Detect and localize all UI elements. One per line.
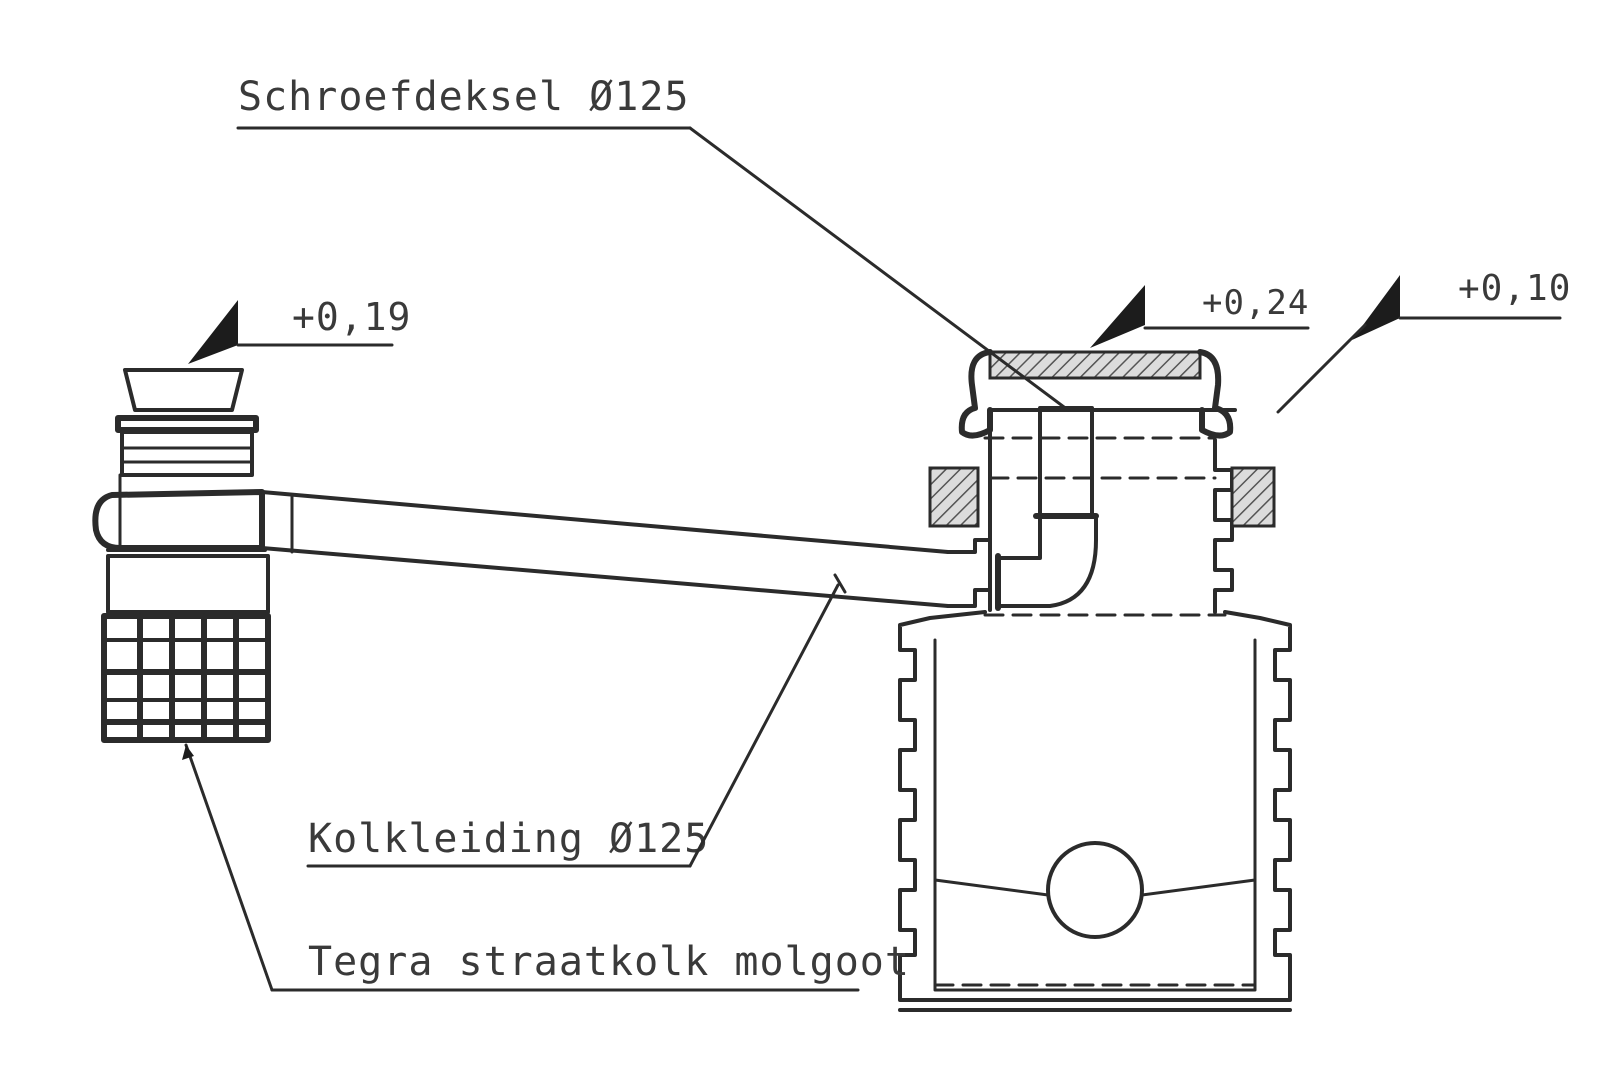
level-flag-icon [1090,285,1145,348]
collar-left [928,466,980,528]
level-marker-gully: +0,19 [188,295,411,364]
level-label-gully: +0,19 [292,295,411,339]
chamber-inner [933,638,1257,992]
gully-basket [101,613,271,743]
inspection-well [898,349,1292,1012]
label-gully-pipe: Kolkleiding Ø125 [308,816,709,862]
level-label-right: +0,10 [1458,268,1571,309]
arrow-tip-icon [182,745,194,760]
chamber-outer [898,610,1292,1002]
level-label-cap: +0,24 [1202,283,1309,323]
leader-line [688,583,840,868]
outlet-line [933,878,1050,897]
collar-right [1230,466,1276,528]
screw-cap [988,350,1202,380]
shaft-wall-right [1213,438,1234,614]
gully-pipe [260,490,950,608]
riser-pipe [1038,406,1094,518]
outlet-line [1140,878,1257,897]
leader-line [184,743,274,992]
callout-screw-cap: Schroefdeksel Ø125 [236,74,1070,412]
outlet-opening [1046,841,1144,939]
gully-lower-body [106,554,270,614]
gully-funnel [123,368,244,412]
street-gully [92,368,271,743]
label-screw-cap: Schroefdeksel Ø125 [238,74,689,120]
callout-street-gully: Tegra straatkolk molgoot [182,743,910,992]
level-marker-cap: +0,24 [1090,283,1310,348]
gully-upper-body [120,430,254,477]
elbow-inner [998,514,1042,560]
label-street-gully: Tegra straatkolk molgoot [308,939,910,985]
leader-line [688,126,1070,412]
callout-gully-pipe: Kolkleiding Ø125 [306,583,840,868]
cap-hook-left [958,349,993,439]
cap-hook-right [1197,349,1234,439]
level-flag-icon [1352,275,1400,340]
pipe-joint [946,588,992,608]
level-marker-right: +0,10 [1276,268,1571,414]
pipe-joint [946,538,992,554]
gully-ring-top [115,415,259,433]
level-flag-icon [188,300,238,364]
level-leader [1276,323,1367,414]
elbow-outer [998,514,1098,608]
